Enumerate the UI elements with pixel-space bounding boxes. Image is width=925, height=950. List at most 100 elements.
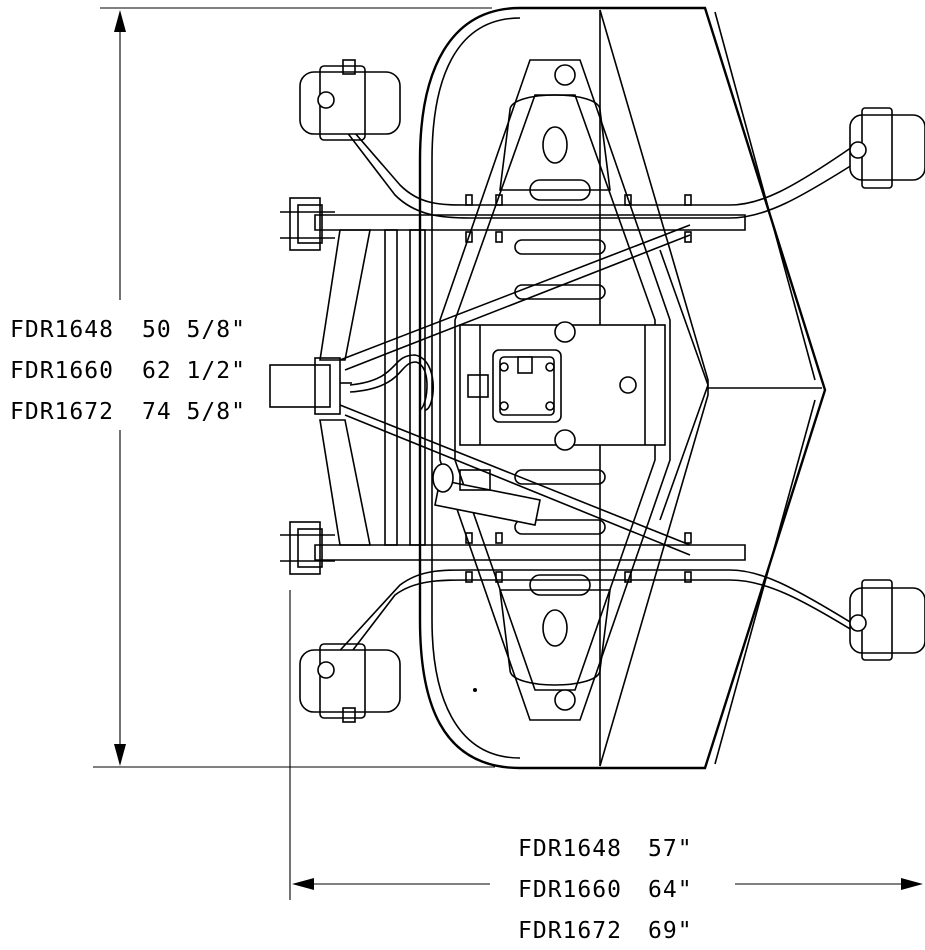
plate-hole (619, 376, 637, 394)
gearbox-bolt-2 (545, 362, 555, 372)
width-label-model-1: FDR1660 (518, 877, 622, 903)
frame-plate-2 (409, 229, 426, 546)
bolt-l4 (465, 571, 473, 583)
bolt-l7 (684, 571, 692, 583)
slot-4 (514, 469, 606, 485)
gearbox-top-bolt (554, 321, 576, 343)
frame-members (314, 214, 746, 561)
width-dimension-labels: FDR1648 57" FDR1660 64" FDR1672 69" (518, 836, 693, 944)
bolt-l1 (465, 532, 473, 544)
hydraulic-cylinder (432, 463, 541, 526)
upper-arm-inner (329, 109, 861, 219)
lower-rail (314, 544, 746, 561)
height-dimension (93, 7, 495, 768)
slot-6 (529, 574, 591, 596)
lift-bracket-lower (280, 521, 335, 575)
height-label-model-2: FDR1672 (10, 399, 114, 425)
width-label-value-1: 64" (648, 877, 693, 903)
caster-upper-left (299, 59, 401, 141)
width-arrow-left (292, 878, 314, 890)
caster-pivot-upper-right (849, 141, 867, 159)
gearbox (492, 349, 562, 423)
upper-diagonal-brace (339, 224, 691, 361)
width-dimension (289, 590, 923, 900)
housing-outline (439, 59, 671, 721)
deck-front-edge-lower (714, 399, 816, 765)
lift-bracket-upper (280, 197, 335, 251)
upper-spindle-mount (499, 94, 611, 191)
lower-bolt (554, 689, 576, 711)
width-arrow-right (901, 878, 923, 890)
lower-caster-arm (321, 569, 861, 681)
width-label-value-0: 57" (648, 836, 693, 862)
cylinder-collar (459, 469, 491, 491)
upper-bolt (554, 64, 576, 86)
caster-nut-lower-left (342, 707, 356, 723)
lift-bracket-lower-body (289, 521, 321, 575)
lift-bracket-lower-inner (297, 528, 323, 568)
width-label-model-0: FDR1648 (518, 836, 622, 862)
caster-wheel-lower-left (299, 649, 401, 713)
gearbox-bottom-bolt (554, 429, 576, 451)
bolt-l6 (624, 571, 632, 583)
housing-inner (454, 94, 656, 691)
upper-a-link (319, 229, 371, 361)
caster-wheel-upper-left (299, 71, 401, 135)
gearbox-bolt-4 (545, 401, 555, 411)
deck-drain-hole (473, 688, 477, 692)
bolt-u1 (465, 194, 473, 206)
height-label-model-1: FDR1660 (10, 358, 114, 384)
lower-arm-inner (329, 579, 861, 681)
lower-spindle-mount (499, 589, 611, 686)
deck-center-facet (659, 249, 709, 521)
hydraulic-hose (349, 354, 434, 411)
lower-diagonal-brace (339, 404, 691, 546)
deck-front-edge-upper (714, 11, 816, 381)
upper-arm-outer (321, 94, 856, 206)
gearbox-bracket (467, 374, 489, 398)
bolt-l3 (684, 532, 692, 544)
bolt-u3 (624, 194, 632, 206)
upper-rail (314, 214, 746, 231)
caster-lower-right (849, 579, 925, 661)
frame-plate-1 (384, 229, 398, 546)
cylinder-end (432, 463, 454, 493)
bolt-u4 (684, 194, 692, 206)
caster-upper-right (849, 107, 925, 189)
hitch-assembly (269, 354, 434, 415)
slot-5 (514, 519, 606, 535)
lower-spindle-hole (542, 609, 568, 647)
caster-pivot-lower-left (317, 661, 335, 679)
lift-bracket-upper-inner (297, 204, 323, 244)
caster-pivot-upper-left (317, 91, 335, 109)
gearbox-bolt-1 (499, 362, 509, 372)
height-label-value-2: 74 5/8" (142, 399, 246, 425)
bolt-l2 (495, 532, 503, 544)
cylinder-barrel (434, 479, 541, 526)
width-label-model-2: FDR1672 (518, 918, 622, 944)
bolt-u7 (684, 231, 692, 243)
gearbox-input (517, 356, 533, 374)
caster-lower-left (299, 643, 401, 723)
deck-inner-edge (431, 17, 521, 759)
height-label-model-0: FDR1648 (10, 317, 114, 343)
height-arrow-up (114, 10, 126, 32)
lift-bracket-upper-body (289, 197, 321, 251)
bolt-u6 (495, 231, 503, 243)
gearbox-assembly (459, 321, 666, 451)
lower-diagonal-brace-2 (344, 414, 691, 556)
lower-a-link (319, 419, 371, 546)
slot-1 (529, 179, 591, 201)
bolt-l5 (495, 571, 503, 583)
height-arrow-down (114, 744, 126, 766)
hitch-clevis (314, 357, 341, 415)
slot-2 (514, 239, 606, 255)
hydraulic-hose-2 (349, 361, 428, 411)
upper-spindle-hole (542, 126, 568, 164)
caster-pivot-lower-right (849, 614, 867, 632)
hitch-body (269, 364, 331, 408)
width-label-value-2: 69" (648, 918, 693, 944)
gearbox-bolt-3 (499, 401, 509, 411)
height-dimension-labels: FDR1648 50 5/8" FDR1660 62 1/2" FDR1672 … (10, 317, 246, 425)
